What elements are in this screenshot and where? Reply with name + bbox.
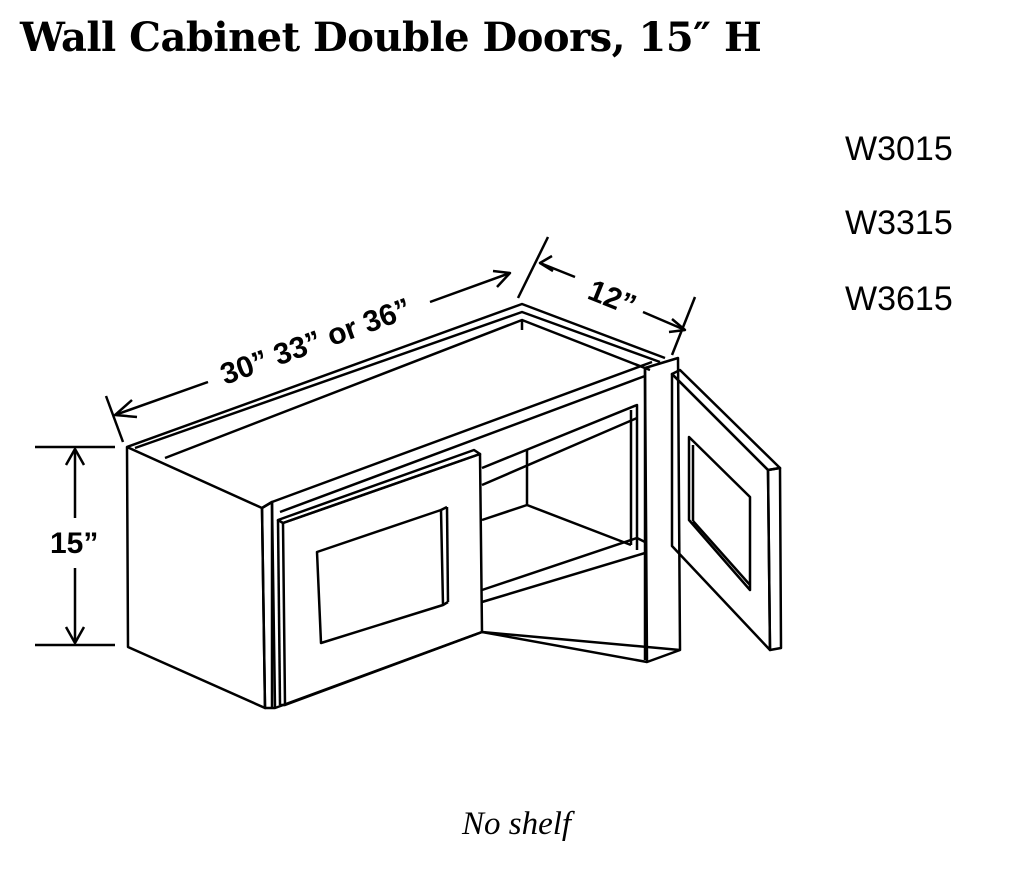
left-door[interactable] — [276, 448, 484, 707]
shelf-note: No shelf — [462, 806, 572, 842]
model-code: W3315 — [845, 204, 953, 242]
height-label: 15” — [50, 527, 98, 560]
width-dimension: 30” 33” or 36” — [104, 269, 512, 443]
height-dimension: 15” — [35, 445, 115, 647]
model-code: W3615 — [845, 280, 953, 318]
cabinet-body — [125, 302, 682, 710]
page-title: Wall Cabinet Double Doors, 15″ H — [20, 14, 762, 61]
depth-dimension: 12” — [516, 236, 697, 356]
model-code: W3015 — [845, 130, 953, 168]
right-door-open[interactable] — [670, 368, 783, 652]
width-label: 30” 33” or 36” — [216, 292, 415, 391]
depth-label: 12” — [583, 274, 640, 323]
